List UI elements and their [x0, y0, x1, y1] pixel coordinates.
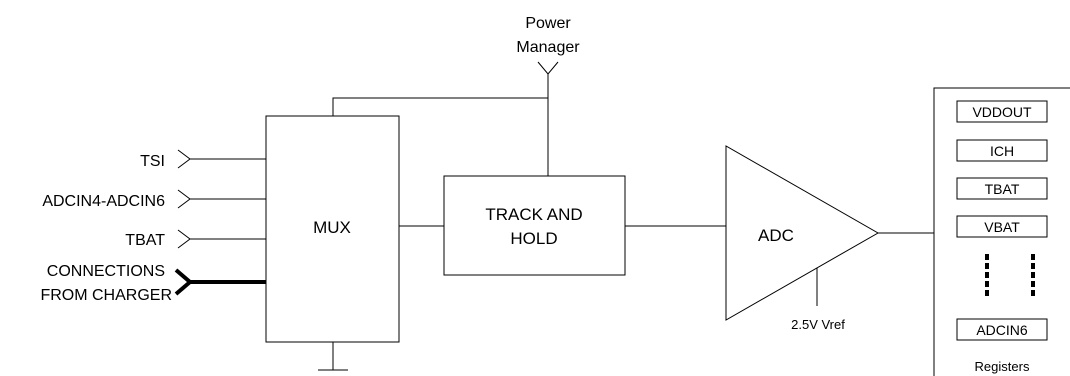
register-adcin6: ADCIN6 [956, 318, 1048, 341]
register-ich-label: ICH [990, 143, 1014, 159]
input-label-adcin: ADCIN4-ADCIN6 [42, 193, 165, 210]
register-adcin6-label: ADCIN6 [976, 322, 1028, 338]
input-label-tsi: TSI [140, 153, 165, 170]
register-ich: ICH [956, 139, 1048, 162]
power-manager-connection [332, 61, 559, 176]
adc-label: ADC [758, 226, 794, 245]
register-tbat-label: TBAT [985, 181, 1020, 197]
power-manager-label-line1: Power [525, 15, 571, 32]
power-manager-label-line2: Manager [516, 39, 580, 56]
mux-label: MUX [313, 218, 351, 237]
input-label-charger-line2: FROM CHARGER [40, 287, 172, 304]
register-vddout: VDDOUT [956, 100, 1048, 123]
mux-ground-symbol [318, 342, 348, 371]
vref-label: 2.5V Vref [791, 317, 845, 332]
input-arrow-tbat [177, 229, 266, 249]
registers-caption: Registers [975, 359, 1030, 374]
track-and-hold-label-line1: TRACK AND [485, 205, 582, 224]
input-arrow-tsi [177, 149, 266, 169]
register-vbat: VBAT [956, 215, 1048, 238]
input-arrow-adcin [177, 189, 266, 209]
track-and-hold-label-line2: HOLD [510, 229, 557, 248]
input-arrow-charger-bus [174, 268, 266, 296]
register-continuation-dots [985, 254, 1035, 296]
register-tbat: TBAT [956, 177, 1048, 200]
input-label-charger-line1: CONNECTIONS [47, 263, 165, 280]
register-vbat-label: VBAT [984, 219, 1020, 235]
register-vddout-label: VDDOUT [972, 104, 1032, 120]
adc-block [725, 145, 880, 321]
input-label-tbat: TBAT [125, 232, 165, 249]
track-and-hold-block [443, 175, 626, 276]
